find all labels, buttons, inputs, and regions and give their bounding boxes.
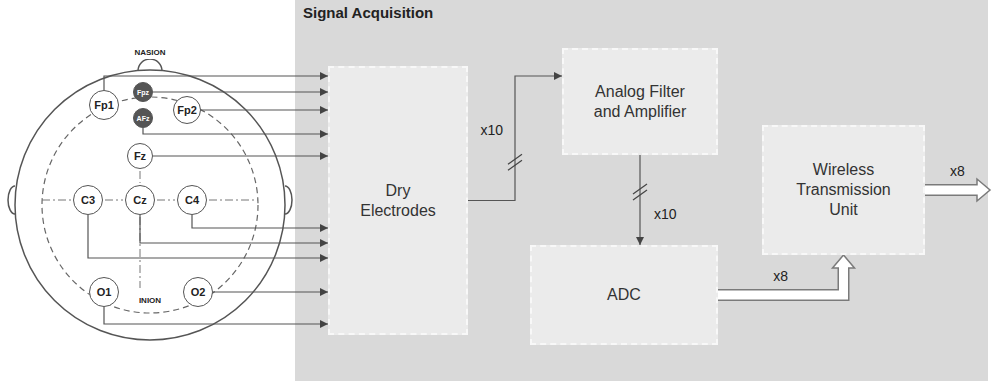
connector [104, 307, 328, 324]
connector-line [140, 215, 328, 243]
connector-line [639, 155, 640, 245]
label-patch: x8 [948, 162, 967, 180]
label-patch: NASION [132, 41, 167, 59]
electrode-site: C3 [73, 185, 103, 215]
bus-arrow-head [977, 179, 990, 201]
connector-line [201, 109, 328, 110]
left-ear [8, 186, 15, 214]
connector-line [213, 291, 328, 292]
electrode-label: O1 [97, 287, 112, 298]
connector-line [153, 91, 328, 92]
bus-width-label: x10 [480, 122, 503, 138]
connector-line [88, 215, 328, 258]
box-label: Analog Filter and Amplifier [583, 82, 698, 122]
box-label: ADC [607, 285, 641, 305]
bus-width-label: x8 [773, 268, 788, 284]
connector [192, 215, 328, 228]
bus-width-mark [633, 184, 647, 200]
connector-line [468, 76, 562, 201]
bus-arrow-head [833, 255, 855, 268]
output-arrow [925, 179, 990, 201]
connector [213, 292, 328, 293]
bus-width-label: x8 [950, 163, 965, 179]
electrode-site: Fp2 [173, 96, 201, 124]
inner-dashed-circle [42, 97, 258, 313]
bus-arrow-body [718, 267, 844, 296]
landmark-label: NASION [134, 48, 165, 57]
electrode-label: Fpz [137, 89, 149, 96]
bus-arrow-body [925, 186, 979, 195]
edge-label-patch: x10 [478, 121, 505, 139]
head-outline [15, 70, 285, 340]
electrode-label: AFz [137, 115, 150, 122]
bus-arrow-outline [718, 268, 844, 295]
connector [153, 156, 328, 157]
nasion-bump [138, 59, 162, 71]
process-box: Dry Electrodes [328, 66, 468, 335]
connector [201, 110, 328, 111]
edge-label-patch: x8 [771, 267, 790, 285]
connector-line [104, 76, 328, 90]
electrode-label: C3 [81, 195, 95, 206]
bus-arrow-outline [925, 184, 977, 196]
electrode-site: Fz [127, 143, 153, 169]
electrode-site: Cz [125, 185, 155, 215]
acquisition-panel: Signal AcquisitionDry Electrodes Analog F… [295, 0, 988, 381]
connector [88, 215, 328, 258]
connector [104, 76, 328, 90]
box-label: Wireless Transmission Unit [789, 160, 899, 220]
connector [140, 215, 328, 243]
electrode-label: Fz [134, 151, 146, 162]
connector [640, 155, 641, 245]
bus-width-label: x10 [654, 206, 677, 222]
bus-width-mark [508, 154, 522, 170]
connector-line [143, 128, 328, 134]
electrode-label: Fp2 [177, 105, 197, 116]
panel-title: Signal Acquisition [303, 4, 433, 21]
reference-electrode: Fpz [133, 82, 153, 102]
electrode-label: C4 [185, 195, 199, 206]
connector-line [104, 307, 328, 324]
midline-cross [42, 171, 258, 288]
electrode-site: Fp1 [89, 90, 119, 120]
right-ear [285, 186, 292, 214]
electrode-site: O2 [183, 277, 213, 307]
electrode-site: C4 [177, 185, 207, 215]
edge-label-patch: x10 [652, 205, 679, 223]
connectors [88, 76, 855, 324]
process-box: Wireless Transmission Unit [762, 125, 925, 255]
box-label: Dry Electrodes [353, 181, 443, 221]
connector [718, 255, 855, 295]
connector-line [153, 155, 328, 156]
electrode-label: O2 [191, 287, 206, 298]
reference-electrode: AFz [133, 108, 153, 128]
landmark-label: INION [139, 296, 161, 305]
connector [468, 76, 562, 201]
electrode-label: Fp1 [94, 100, 114, 111]
process-box: Analog Filter and Amplifier [562, 48, 718, 155]
connector [153, 92, 328, 93]
connector [143, 128, 328, 134]
electrode-site: O1 [89, 277, 119, 307]
electrode-label: Cz [133, 195, 146, 206]
label-patch: INION [137, 289, 163, 307]
connector-line [192, 215, 328, 228]
process-box: ADC [530, 245, 718, 345]
